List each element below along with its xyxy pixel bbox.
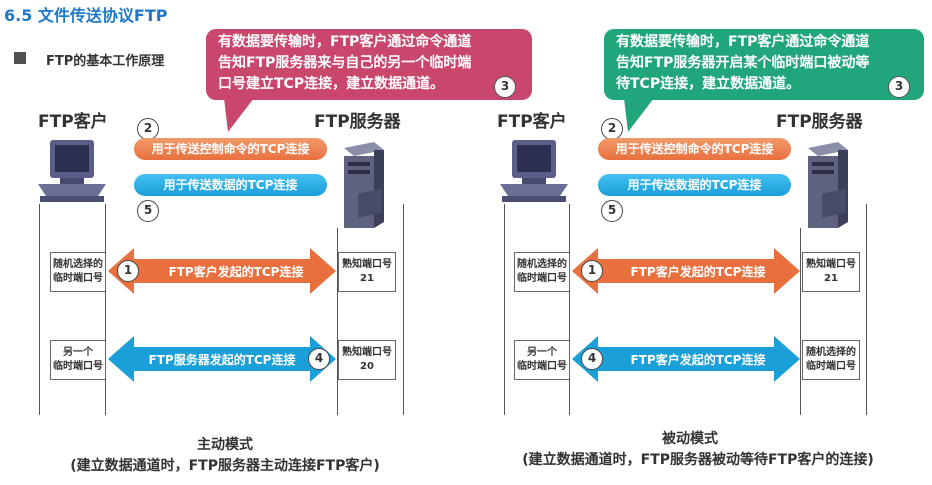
section-subtitle: FTP的基本工作原理: [46, 54, 165, 69]
data-connection-pipe: 用于传送数据的TCP连接: [598, 174, 791, 196]
arrow-label: FTP客户发起的TCP连接: [630, 265, 766, 279]
bubble-pointer-icon: [624, 98, 654, 132]
client-initiated-arrow: [572, 248, 800, 294]
port-label: 21: [824, 273, 838, 284]
active-explanation-bubble: 有数据要传输时，FTP客户通过命令通道 告知FTP服务器来与自己的另一个临时端 …: [206, 29, 532, 100]
control-connection-label: 用于传送控制命令的TCP连接: [151, 142, 310, 156]
control-connection-pipe: 用于传送控制命令的TCP连接: [134, 138, 327, 160]
client-port-box: 另一个 临时端口号: [514, 340, 570, 380]
control-connection-pipe: 用于传送控制命令的TCP连接: [598, 138, 791, 160]
port-label: 临时端口号: [517, 361, 567, 372]
client-computer-icon: [38, 140, 106, 202]
server-tower-icon: [808, 142, 848, 228]
port-label: 另一个: [63, 347, 93, 358]
data-connection-label: 用于传送数据的TCP连接: [627, 178, 762, 192]
server-tower-icon: [344, 142, 384, 228]
client-lifeline: [504, 204, 505, 415]
client-lifeline: [105, 204, 106, 415]
bubble-line: 告知FTP服务器开启某个临时端口被动等: [616, 55, 870, 71]
client-computer-icon: [500, 140, 568, 202]
port-label: 临时端口号: [53, 361, 103, 372]
step-4-badge: 4: [308, 348, 330, 370]
step-1-badge: 1: [581, 260, 603, 282]
step-5-badge: 5: [137, 200, 159, 222]
port-label: 另一个: [527, 347, 557, 358]
bubble-line: 待TCP连接，建立数据通道。: [616, 76, 801, 92]
port-label: 熟知端口号: [342, 259, 392, 270]
mode-title: 被动模式: [662, 431, 718, 447]
server-port-box: 熟知端口号 20: [338, 340, 396, 380]
bullet-square-icon: [14, 52, 26, 64]
port-label: 20: [360, 361, 374, 372]
data-connection-label: 用于传送数据的TCP连接: [163, 178, 298, 192]
step-4-badge: 4: [581, 348, 603, 370]
port-label: 熟知端口号: [342, 347, 392, 358]
step-5-badge: 5: [601, 200, 623, 222]
control-connection-label: 用于传送控制命令的TCP连接: [615, 142, 774, 156]
client-port-box: 随机选择的 临时端口号: [50, 252, 106, 292]
server-port-box: 熟知端口号 21: [802, 252, 860, 292]
server-port-box: 熟知端口号 21: [338, 252, 396, 292]
arrow-label: FTP服务器发起的TCP连接: [148, 353, 296, 367]
port-label: 随机选择的: [53, 259, 103, 270]
mode-description: (建立数据通道时，FTP服务器被动等待FTP客户的连接): [522, 452, 874, 468]
server-initiated-arrow: [108, 336, 336, 382]
step-1-badge: 1: [117, 260, 139, 282]
data-connection-pipe: 用于传送数据的TCP连接: [134, 174, 327, 196]
client-port-box: 随机选择的 临时端口号: [514, 252, 570, 292]
step-2-badge: 2: [137, 118, 159, 140]
arrow-label: FTP客户发起的TCP连接: [168, 265, 304, 279]
passive-explanation-bubble: 有数据要传输时，FTP客户通过命令通道 告知FTP服务器开启某个临时端口被动等 …: [604, 29, 924, 100]
client-port-box: 另一个 临时端口号: [50, 340, 106, 380]
port-label: 临时端口号: [806, 361, 856, 372]
client-header: FTP客户: [497, 112, 567, 132]
server-lifeline: [403, 204, 404, 415]
client-initiated-arrow: [108, 248, 336, 294]
client-header: FTP客户: [38, 112, 108, 132]
port-label: 随机选择的: [517, 259, 567, 270]
mode-title: 主动模式: [197, 437, 253, 453]
step-2-badge: 2: [601, 118, 623, 140]
bubble-line: 告知FTP服务器来与自己的另一个临时端: [218, 55, 472, 71]
server-port-box: 随机选择的 临时端口号: [802, 340, 860, 380]
port-label: 临时端口号: [53, 273, 103, 284]
page-title: 6.5 文件传送协议FTP: [4, 6, 168, 25]
client-lifeline: [39, 204, 40, 415]
server-lifeline: [866, 204, 867, 415]
server-lifeline: [337, 228, 338, 415]
server-header: FTP服务器: [314, 112, 401, 132]
client-lifeline: [569, 204, 570, 415]
bubble-line: 有数据要传输时，FTP客户通过命令通道: [218, 34, 472, 50]
step-3-badge: 3: [494, 76, 516, 98]
step-3-badge: 3: [888, 76, 910, 98]
port-label: 临时端口号: [517, 273, 567, 284]
mode-description: (建立数据通道时，FTP服务器主动连接FTP客户): [70, 458, 380, 474]
port-label: 熟知端口号: [806, 259, 856, 270]
server-header: FTP服务器: [776, 112, 863, 132]
arrow-label: FTP客户发起的TCP连接: [630, 353, 766, 367]
bubble-line: 口号建立TCP连接，建立数据通道。: [218, 76, 445, 92]
port-label: 21: [360, 273, 374, 284]
bubble-line: 有数据要传输时，FTP客户通过命令通道: [616, 34, 870, 50]
port-label: 随机选择的: [806, 347, 856, 358]
server-lifeline: [800, 228, 801, 415]
client-initiated-data-arrow: [572, 336, 800, 382]
bubble-pointer-icon: [224, 98, 254, 132]
